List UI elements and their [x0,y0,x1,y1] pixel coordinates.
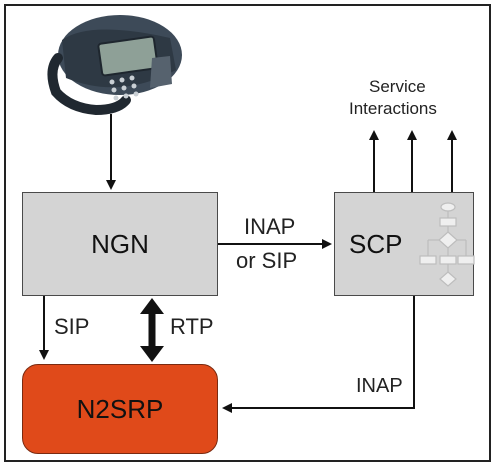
rtp-label: RTP [170,314,214,339]
ngn-label: NGN [91,228,149,259]
ip-desk-phone-icon [47,15,182,116]
ngn-scp-protocol-line1: INAP [244,214,296,239]
sip-label: SIP [54,314,90,339]
ngn-box: NGN [22,192,218,296]
n2srp-box: N2SRP [22,364,218,454]
scp-to-n2srp-arrow [222,296,415,413]
scp-n2srp-inap-label: INAP [356,375,403,397]
scp-box: SCP [334,192,474,296]
n2srp-label: N2SRP [76,393,164,424]
scp-label: SCP [349,228,403,259]
service-interactions-line1: Service [369,77,426,96]
service-interactions-line2: Interactions [349,99,437,118]
rtp-bidirectional-arrow [140,298,164,362]
ngn-scp-protocol-line2: or SIP [236,248,298,273]
